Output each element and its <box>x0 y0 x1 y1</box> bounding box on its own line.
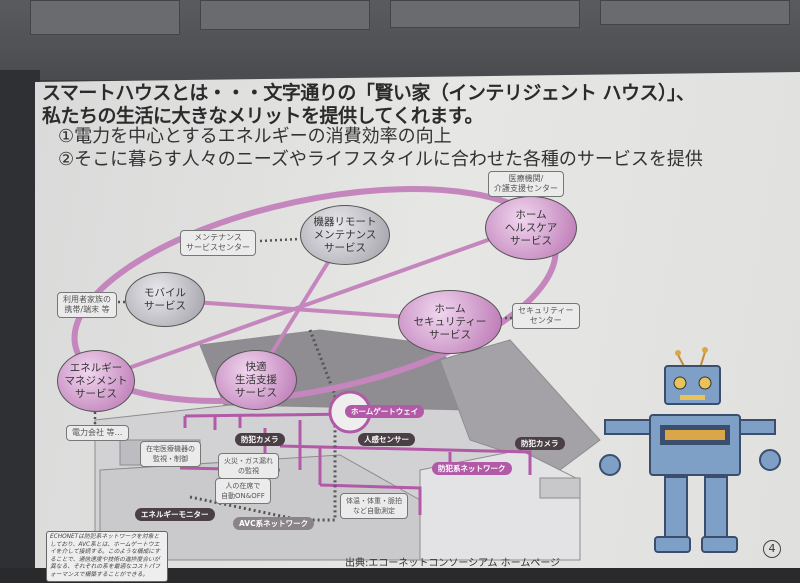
echonet-note: ECHONETは防犯系ネットワークを対象としており、AVC系とは、ホームゲートウ… <box>46 531 168 582</box>
source-caption: 出典:エコーネットコンソーシアム ホームページ <box>345 558 561 569</box>
label-fire-gas: 火災・ガス漏れの監視 <box>218 453 279 479</box>
tag-avc-network: AVC系ネットワーク <box>233 517 315 530</box>
node-energy-management: エネルギーマネジメントサービス <box>57 350 135 412</box>
slide-title-line1: スマートハウスとは・・・文字通りの「賢い家（インテリジェント ハウス）」、 <box>42 82 695 104</box>
label-maintenance-center: メンテナンスサービスセンター <box>180 230 256 256</box>
slide-title-line2: 私たちの生活に大きなメリットを提供してくれます。 <box>42 105 483 127</box>
label-vitals: 体温・体重・脈拍など自動測定 <box>340 493 408 519</box>
robot-illustration <box>599 347 781 553</box>
tag-security-network: 防犯系ネットワーク <box>432 462 512 475</box>
label-medical-center: 医療機関/介護支援センター <box>488 171 564 197</box>
bullet-2: ②そこに暮らす人々のニーズやライフスタイルに合わせた各種のサービスを提供 <box>58 149 703 170</box>
label-presence: 人の在席で自動ON&OFF <box>215 478 271 504</box>
ceiling-tile <box>30 0 180 35</box>
node-comfort-living: 快適生活支援サービス <box>215 350 297 410</box>
node-remote-maintenance: 機器リモートメンテナンスサービス <box>300 205 390 265</box>
wall <box>0 70 40 583</box>
ceiling-tile <box>200 0 370 30</box>
label-security-center: セキュリティーセンター <box>512 303 580 329</box>
node-mobile: モバイルサービス <box>125 272 205 327</box>
label-medical-devices: 在宅医療機器の監視・制御 <box>140 441 201 467</box>
tag-motion-sensor: 人感センサー <box>358 433 415 446</box>
ceiling <box>0 0 800 80</box>
bullet-1: ①電力を中心とするエネルギーの消費効率の向上 <box>58 126 452 147</box>
tag-energy-monitor: エネルギーモニター <box>135 508 215 521</box>
tag-home-gateway: ホームゲートウェイ <box>345 405 425 418</box>
tag-camera-1: 防犯カメラ <box>235 433 285 446</box>
tag-camera-2: 防犯カメラ <box>515 437 565 450</box>
label-power-company: 電力会社 等… <box>66 425 129 441</box>
node-home-security: ホームセキュリティーサービス <box>398 290 502 354</box>
floor <box>0 568 800 583</box>
node-home-healthcare: ホームヘルスケアサービス <box>485 196 577 260</box>
ceiling-tile <box>600 0 790 25</box>
ceiling-tile <box>390 0 580 28</box>
label-family-devices: 利用者家族の携帯/端末 等 <box>57 292 117 318</box>
page-number: 4 <box>763 540 781 558</box>
